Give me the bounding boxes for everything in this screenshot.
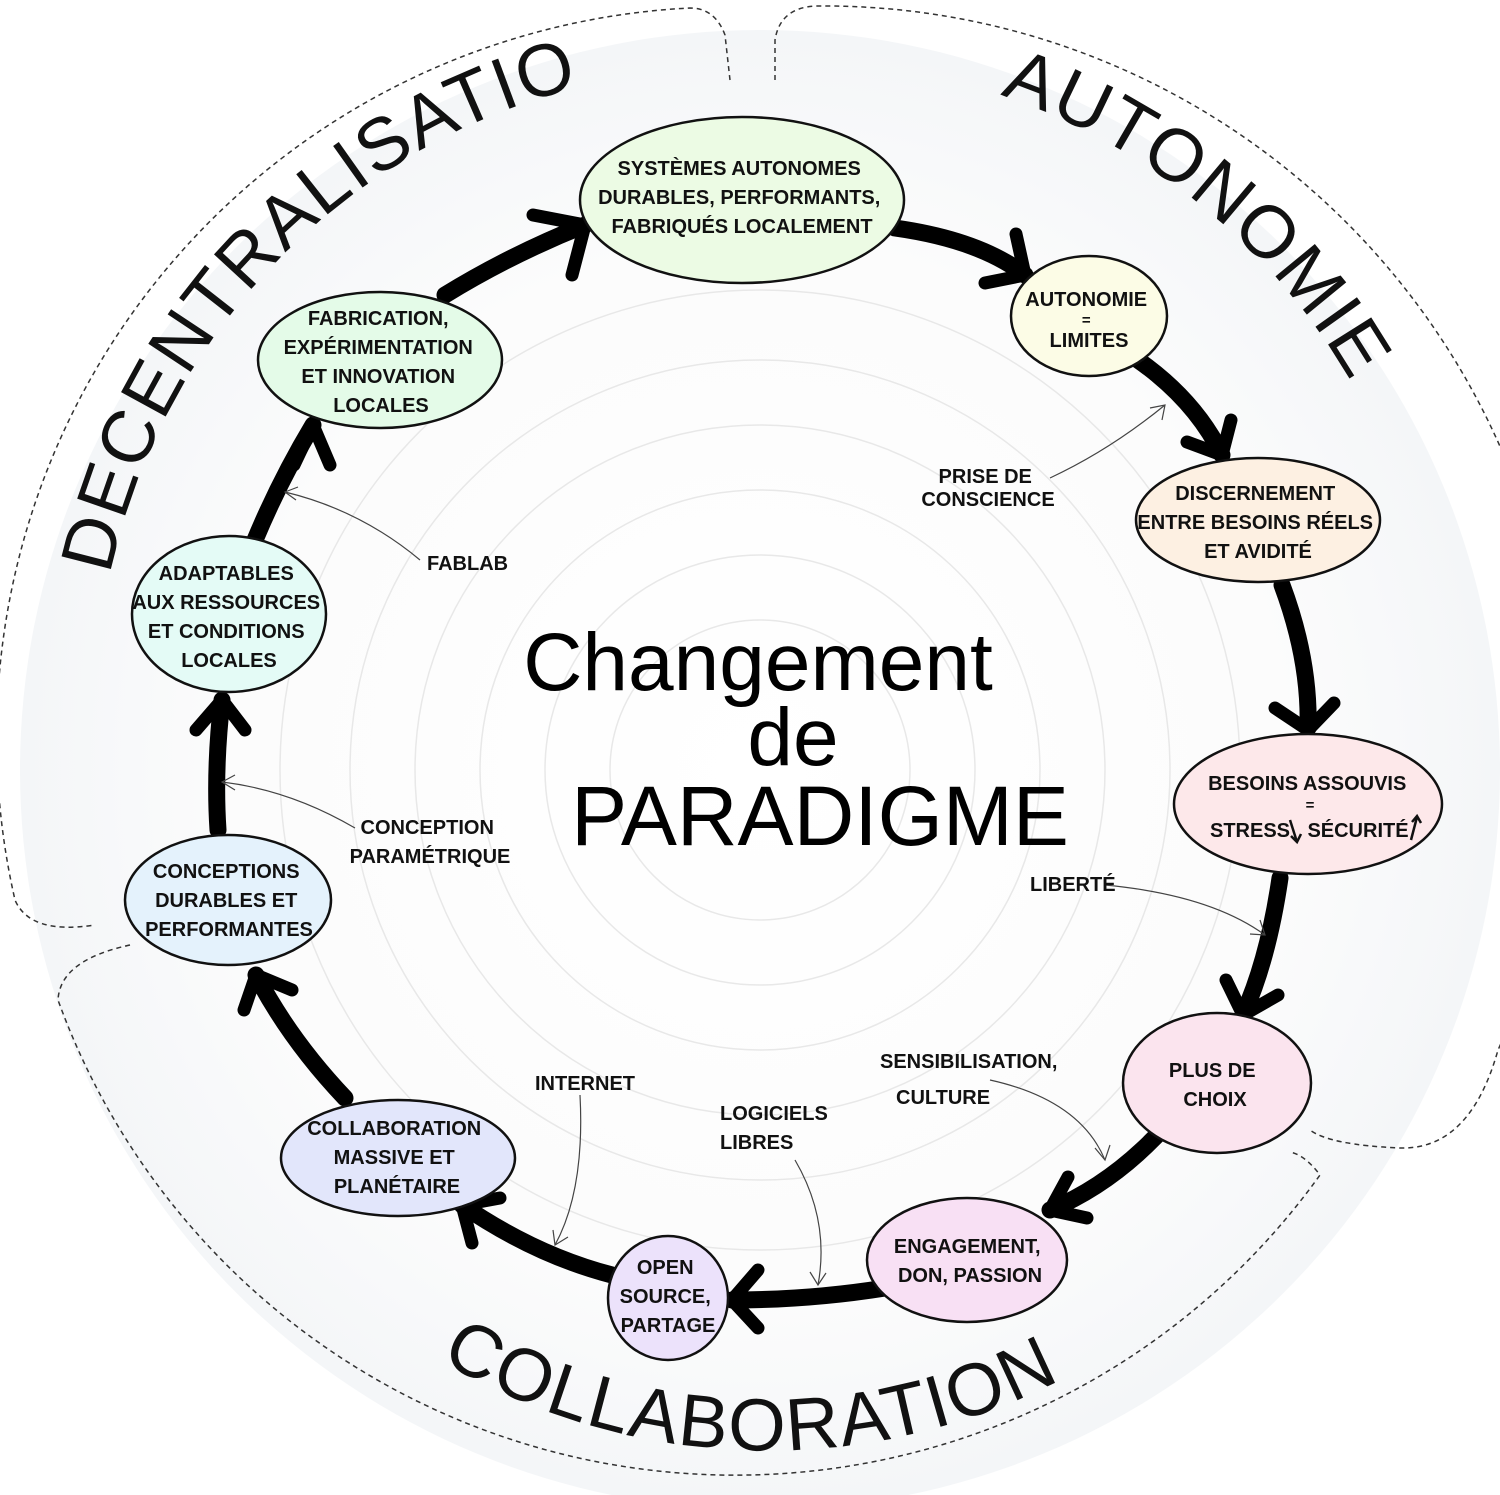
node-autonomie-limites-label: AUTONOMIE = LIMITES: [1025, 289, 1152, 352]
node-systemes-autonomes-label: SYSTÈMES AUTONOMES DURABLES, PERFORMANTS…: [598, 157, 886, 238]
annotation-liberte: LIBERTÉ: [1030, 873, 1116, 896]
flow-arrows: [189, 208, 1341, 1335]
flow-choix-to-engagement: [1041, 1123, 1169, 1219]
node-fabrication: FABRICATION, EXPÉRIMENTATION ET INNOVATI…: [256, 290, 504, 430]
sector-outlines: [0, 5, 1500, 1476]
node-collaboration-massive: COLLABORATION MASSIVE ET PLANÉTAIRE: [279, 1098, 517, 1218]
stress-label: STRESS: [1210, 820, 1290, 842]
node-systemes-autonomes: SYSTÈMES AUTONOMES DURABLES, PERFORMANTS…: [578, 115, 906, 285]
node-open-source: OPEN SOURCE, PARTAGE: [606, 1234, 730, 1362]
node-autonomie-limites: AUTONOMIE = LIMITES: [1009, 254, 1169, 378]
flow-besoins-to-choix: [1234, 869, 1289, 1024]
flow-autonomie-to-discernement: [1129, 351, 1231, 464]
node-collaboration-massive-label: COLLABORATION MASSIVE ET PLANÉTAIRE: [307, 1118, 487, 1198]
annotations: PRISE DE CONSCIENCE LIBERTÉ SENSIBILISAT…: [350, 466, 1116, 1154]
flow-fabrication-to-systemes: [436, 216, 594, 304]
node-besoins-assouvis-label: BESOINS ASSOUVIS =: [1208, 773, 1412, 814]
node-engagement: ENGAGEMENT, DON, PASSION: [865, 1196, 1069, 1324]
node-plus-de-choix: PLUS DE CHOIX: [1121, 1011, 1313, 1155]
center-title: Changement de PARADIGME: [523, 617, 1069, 863]
annotation-fablab: FABLAB: [427, 553, 508, 575]
flow-engagement-to-opensource: [723, 1279, 894, 1309]
title-line1: Changement: [523, 617, 993, 708]
annotation-sensibilisation: SENSIBILISATION, CULTURE: [880, 1051, 1063, 1109]
node-discernement: DISCERNEMENT ENTRE BESOINS RÉELS ET AVID…: [1134, 456, 1382, 584]
node-engagement-label: ENGAGEMENT, DON, PASSION: [894, 1236, 1046, 1287]
flow-collaboration-to-conceptions: [247, 966, 354, 1107]
node-adaptables: ADAPTABLES AUX RESSOURCES ET CONDITIONS …: [130, 534, 328, 694]
sector-decentralisation-outline: [0, 7, 731, 928]
securite-up-arrow-icon: [1409, 813, 1423, 841]
title-line3: PARADIGME: [571, 769, 1069, 863]
node-open-source-label: OPEN SOURCE, PARTAGE: [620, 1257, 717, 1337]
annotation-arrows: [220, 404, 1266, 1287]
stress-down-arrow-icon: [1288, 819, 1303, 845]
flow-systemes-to-autonomie: [886, 219, 1034, 284]
node-conceptions-durables-label: CONCEPTIONS DURABLES ET PERFORMANTES: [145, 861, 313, 941]
annotation-internet: INTERNET: [535, 1073, 635, 1095]
title-line2: de: [747, 692, 838, 783]
annotation-conception-parametrique: CONCEPTION PARAMÉTRIQUE: [350, 817, 511, 868]
cycle-nodes: SYSTÈMES AUTONOMES DURABLES, PERFORMANTS…: [123, 115, 1444, 1362]
sector-autonomie-outline: [774, 5, 1500, 1149]
flow-opensource-to-collaboration: [453, 1196, 621, 1284]
annotation-prise-de-conscience: PRISE DE CONSCIENCE: [921, 466, 1054, 511]
node-discernement-label: DISCERNEMENT ENTRE BESOINS RÉELS ET AVID…: [1137, 483, 1378, 563]
node-fabrication-label: FABRICATION, EXPÉRIMENTATION ET INNOVATI…: [284, 308, 479, 417]
node-conceptions-durables: CONCEPTIONS DURABLES ET PERFORMANTES: [123, 833, 333, 967]
annotation-logiciels-libres: LOGICIELS LIBRES: [720, 1103, 833, 1154]
node-plus-de-choix-label: PLUS DE CHOIX: [1169, 1060, 1261, 1111]
node-adaptables-label: ADAPTABLES AUX RESSOURCES ET CONDITIONS …: [132, 563, 325, 672]
flow-discernement-to-besoins: [1273, 576, 1317, 737]
node-besoins-assouvis: BESOINS ASSOUVIS = STRESS SÉCURITÉ: [1172, 732, 1444, 876]
flow-conceptions-to-adaptables: [208, 691, 231, 839]
sector-collaboration-outline: [57, 944, 1321, 1476]
securite-label: SÉCURITÉ: [1307, 819, 1408, 842]
